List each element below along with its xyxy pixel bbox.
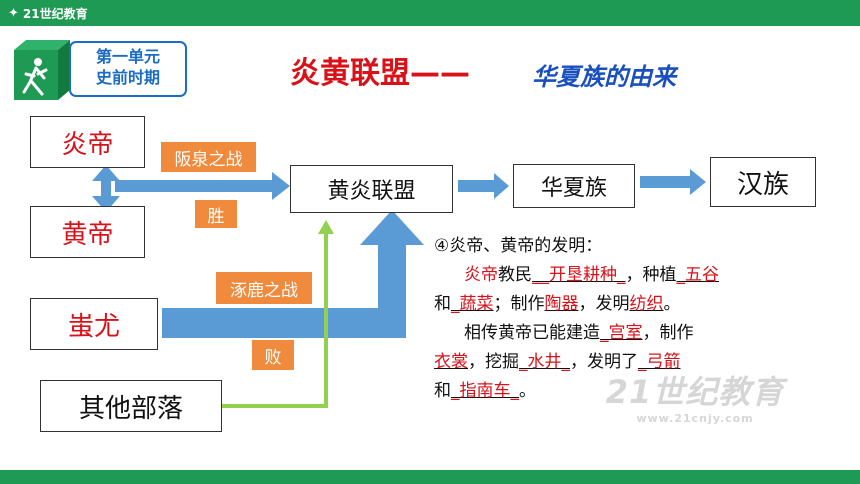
text-segment: __开垦耕种_ bbox=[532, 265, 626, 285]
text-segment: 和 bbox=[434, 294, 451, 314]
inventions-heading: ④炎帝、黄帝的发明： bbox=[434, 236, 603, 256]
inventions-text: ④炎帝、黄帝的发明： 炎帝教民__开垦耕种_，种植_五谷 和_蔬菜；制作陶器，发… bbox=[434, 232, 834, 406]
unit-line-1: 第一单元 bbox=[95, 47, 160, 66]
watermark-text: 21世纪教育 bbox=[605, 373, 785, 411]
label-zhuolu-battle: 涿鹿之战 bbox=[216, 272, 312, 304]
text-segment: _指南车_ bbox=[451, 381, 519, 401]
text-segment: ；制作 bbox=[493, 294, 545, 314]
green-line bbox=[222, 232, 328, 408]
text-segment: 。 bbox=[519, 381, 536, 401]
inventions-line-4: 相传黄帝已能建造_宫室，制作 bbox=[434, 319, 834, 348]
brand-name: 21世纪教育 bbox=[22, 6, 88, 21]
text-segment: 衣裳 bbox=[434, 352, 468, 372]
arrow-chiyou-up bbox=[162, 210, 424, 338]
text-segment: _水井_ bbox=[519, 352, 570, 372]
text-segment: 相传黄帝已能建造 bbox=[464, 323, 600, 343]
box-yandi: 炎帝 bbox=[30, 116, 145, 168]
box-huangdi: 黄帝 bbox=[30, 206, 145, 258]
inventions-line-5: 衣裳，挖掘_水井_，发明了_弓箭 bbox=[434, 348, 834, 377]
text-segment: ，制作 bbox=[642, 323, 694, 343]
arrow-to-huaxia bbox=[458, 173, 509, 199]
page-title: 炎黄联盟—— bbox=[290, 56, 470, 91]
runner-icon: ✦ bbox=[8, 5, 19, 21]
text-segment: ，种植 bbox=[625, 265, 677, 285]
text-segment: ，发明 bbox=[578, 294, 630, 314]
inventions-line-2: 炎帝教民__开垦耕种_，种植_五谷 bbox=[434, 261, 834, 290]
text-segment: ，挖掘 bbox=[468, 352, 519, 372]
text-segment: 教民 bbox=[498, 265, 532, 285]
box-han: 汉族 bbox=[710, 157, 816, 207]
page-subtitle: 华夏族的由来 bbox=[532, 63, 676, 91]
text-segment: _弓箭 bbox=[638, 352, 681, 372]
arrow-to-alliance bbox=[115, 172, 290, 200]
label-win: 胜 bbox=[195, 200, 237, 228]
label-banquan-battle: 阪泉之战 bbox=[161, 142, 256, 172]
inventions-line-3: 和_蔬菜；制作陶器，发明纺织。 bbox=[434, 290, 834, 319]
box-huaxia: 华夏族 bbox=[513, 164, 635, 208]
box-chiyou: 蚩尤 bbox=[30, 298, 158, 350]
text-segment: 纺织 bbox=[629, 294, 664, 314]
box-others: 其他部落 bbox=[40, 380, 222, 432]
top-bar bbox=[0, 0, 860, 26]
arrow-to-han bbox=[640, 169, 706, 195]
box-alliance: 黄炎联盟 bbox=[290, 165, 453, 213]
unit-badge bbox=[14, 40, 187, 100]
brand-logo: ✦ 21世纪教育 bbox=[8, 3, 88, 23]
text-segment: ，发明了 bbox=[570, 352, 638, 372]
label-lose: 败 bbox=[252, 340, 294, 370]
bottom-bar bbox=[0, 470, 860, 484]
watermark: 21世纪教育 www.21cnjy.com bbox=[565, 372, 825, 444]
watermark-url: www.21cnjy.com bbox=[636, 412, 754, 425]
text-segment: _宫室 bbox=[600, 323, 643, 343]
double-arrow-icon bbox=[92, 165, 120, 212]
text-segment: _蔬菜 bbox=[451, 294, 494, 314]
inventions-line-6: 和_指南车_。 bbox=[434, 377, 834, 406]
text-segment: _五谷 bbox=[676, 265, 720, 285]
text-segment: 。 bbox=[663, 294, 681, 314]
unit-label: 第一单元 史前时期 bbox=[72, 46, 184, 88]
unit-line-2: 史前时期 bbox=[95, 68, 160, 87]
text-segment: 陶器 bbox=[544, 294, 579, 314]
text-segment: 和 bbox=[434, 381, 451, 401]
text-segment: 炎帝 bbox=[464, 265, 498, 285]
